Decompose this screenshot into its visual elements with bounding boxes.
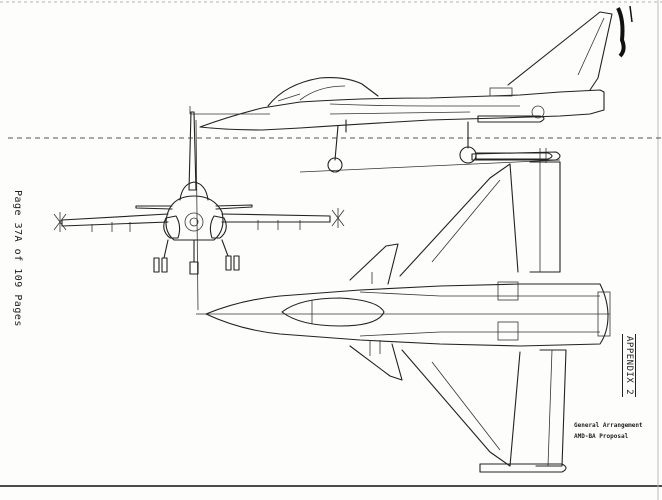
appendix-label: APPENDIX 2 <box>622 334 636 398</box>
caption-line-1: General Arrangement <box>574 422 643 429</box>
page-number-label: Page 37A of 109 Pages <box>12 190 23 327</box>
plan-view <box>196 151 611 473</box>
caption-line-2: AMD-BA Proposal <box>574 433 629 440</box>
side-view <box>189 11 613 173</box>
caption-block: General Arrangement AMD-BA Proposal <box>574 420 643 442</box>
front-view <box>53 111 345 311</box>
